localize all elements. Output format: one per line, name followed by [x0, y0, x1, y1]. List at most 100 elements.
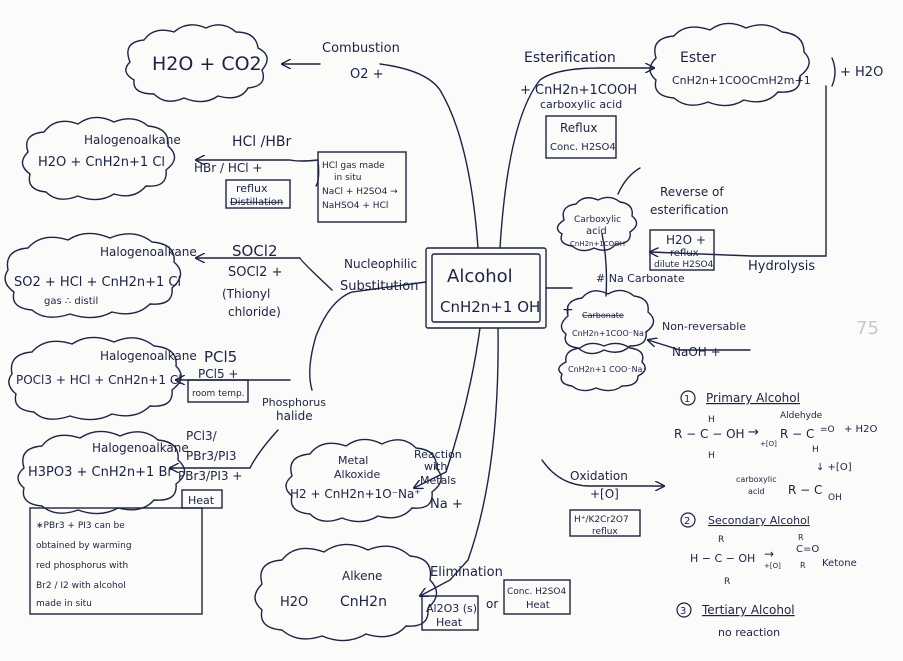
nonrev-label: Non-reversable: [662, 320, 746, 333]
box-hydrolysis-cond: [649, 229, 715, 271]
phosphorus-2: halide: [276, 409, 313, 423]
note-box-5: made in situ: [36, 599, 92, 609]
ester-label: Esterification: [524, 50, 616, 66]
salt-2: CnH2n+1COO⁻Na⁺: [572, 329, 648, 338]
alkene-formula: CnH2n: [340, 594, 387, 610]
ester-reagent2: carboxylic acid: [540, 98, 622, 111]
branch-substitution: [309, 281, 427, 391]
pbr3-reagent1: PCl3/: [186, 429, 218, 443]
primary-h-top: H: [708, 415, 715, 425]
cloud-ester: [649, 22, 810, 107]
socl2-reagent2: SOCl2 +: [228, 265, 282, 280]
pbr3-reagent3: PBr3/PI3 +: [178, 469, 242, 483]
secondary-formula: H − C − OH: [690, 552, 755, 565]
elim-cond2a: Conc. H2SO4: [507, 587, 566, 597]
cloud-salt: [560, 289, 655, 355]
pbr3-reagent2: PBr3/PI3: [186, 449, 237, 463]
reverse-2: esterification: [650, 203, 729, 217]
oxidation-cond1: H⁺/K2Cr2O7: [574, 515, 629, 525]
primary-acid1: carboxylic: [736, 475, 777, 484]
ester-reagent1: + CnH2n+1COOH: [520, 83, 637, 98]
primary-plus-o: ↓ +[O]: [816, 462, 852, 473]
primary-acid-oh: OH: [828, 493, 842, 503]
primary-arrow: →: [748, 425, 759, 440]
secondary-arrow: →: [764, 547, 774, 561]
primary-h2o: + H2O: [844, 424, 877, 435]
primary-title: Primary Alcohol: [706, 391, 800, 405]
box-pbr-note: [29, 507, 203, 615]
combustion-label: Combustion: [322, 41, 400, 56]
cloud-alkene: [254, 543, 438, 642]
cloud-metal: [285, 438, 442, 523]
ester-formula: CnH2n+1COOCmH2m+1: [672, 74, 811, 87]
secondary-o: +[O]: [764, 562, 781, 570]
primary-acid2: acid: [748, 487, 765, 496]
oxidation-reagent: +[O]: [590, 487, 619, 501]
note-hcl-1: HCl gas made: [322, 161, 385, 171]
haloalkane-distillation: Distillation: [230, 197, 283, 208]
pcl5-cond1: PCl5 +: [198, 367, 238, 381]
metal-title2: Alkoxide: [334, 468, 380, 481]
elimination-label: Elimination: [430, 565, 503, 580]
primary-acid-r: R − C: [788, 483, 822, 497]
acid-1: Carboxylic: [574, 215, 621, 225]
haloalkane-title: Halogenoalkane: [84, 133, 181, 147]
pbr3-product: H3PO3 + CnH2n+1 Br: [28, 465, 173, 480]
center-formula: CnH2n+1 OH: [440, 298, 540, 316]
secondary-r-bot2: R: [800, 561, 806, 570]
secondary-r-bot: R: [724, 577, 730, 587]
hydrolysis-cond3: dilute H2SO4: [654, 260, 714, 270]
ester-cond1: Reflux: [560, 121, 597, 135]
nucleophilic-1: Nucleophilic: [344, 257, 417, 271]
pcl5-product: POCl3 + HCl + CnH2n+1 Cl: [16, 373, 182, 387]
box-hcl-insitu: [317, 151, 407, 223]
secondary-num: 2: [684, 516, 690, 527]
box-room-temp: [187, 379, 249, 403]
corner-mark: 75: [856, 318, 879, 339]
note-hcl-2: in situ: [334, 173, 362, 183]
nucleophilic-2: Substitution: [340, 279, 418, 294]
cloud-haloalkane: [21, 116, 176, 201]
haloalkane-reflux: reflux: [236, 182, 268, 195]
ester-title: Ester: [680, 50, 716, 66]
socl2-name2: chloride): [228, 305, 281, 319]
haloalkane-reagent-top: HCl /HBr: [232, 134, 291, 150]
secondary-ketone: Ketone: [822, 558, 857, 569]
phosphorus-1: Phosphorus: [262, 396, 326, 409]
hydrolysis-label: Hydrolysis: [748, 259, 815, 274]
reverse-1: Reverse of: [660, 185, 724, 199]
primary-o: +[O]: [760, 440, 777, 448]
metal-reaction1: Reaction: [414, 448, 462, 461]
center-box: [425, 247, 547, 329]
cloud-combustion: [125, 24, 268, 103]
primary-prod: R − C: [780, 427, 814, 441]
haloalkane-product: H2O + CnH2n+1 Cl: [38, 155, 165, 170]
cloud-socl2: [4, 232, 182, 319]
hydrolysis-cond2: reflux: [670, 248, 699, 259]
box-reflux-distil: [225, 179, 291, 209]
pcl5-title: Halogenoalkane: [100, 349, 197, 363]
primary-h-bot: H: [708, 451, 715, 461]
oxidation-label: Oxidation: [570, 469, 628, 483]
cloud-pcl5: [8, 336, 182, 421]
socl2-name1: (Thionyl: [222, 287, 270, 301]
metal-reaction3: Metals: [420, 474, 456, 487]
note-box-4: Br2 / I2 with alcohol: [36, 581, 126, 591]
pbr3-title: Halogenoalkane: [92, 441, 189, 455]
primary-aldehyde: Aldehyde: [780, 411, 823, 421]
tertiary-num: 3: [680, 606, 686, 617]
metal-title1: Metal: [338, 454, 368, 467]
center-title: Alcohol: [447, 266, 513, 287]
elim-or: or: [486, 597, 498, 611]
secondary-r-mid: R: [798, 533, 804, 542]
salt-1: Carbonate: [582, 311, 624, 320]
metal-product: H2 + CnH2n+1O⁻Na⁺: [290, 487, 421, 501]
socl2-note: gas ∴ distil: [44, 296, 98, 307]
cloud-acid: [556, 196, 638, 252]
branch-ester: [499, 68, 654, 249]
cloud-pbr3: [17, 430, 186, 515]
primary-num: 1: [684, 394, 690, 405]
secondary-title: Secondary Alcohol: [708, 514, 810, 527]
branch-elimination: [420, 327, 499, 596]
branch-combustion: [379, 63, 479, 249]
